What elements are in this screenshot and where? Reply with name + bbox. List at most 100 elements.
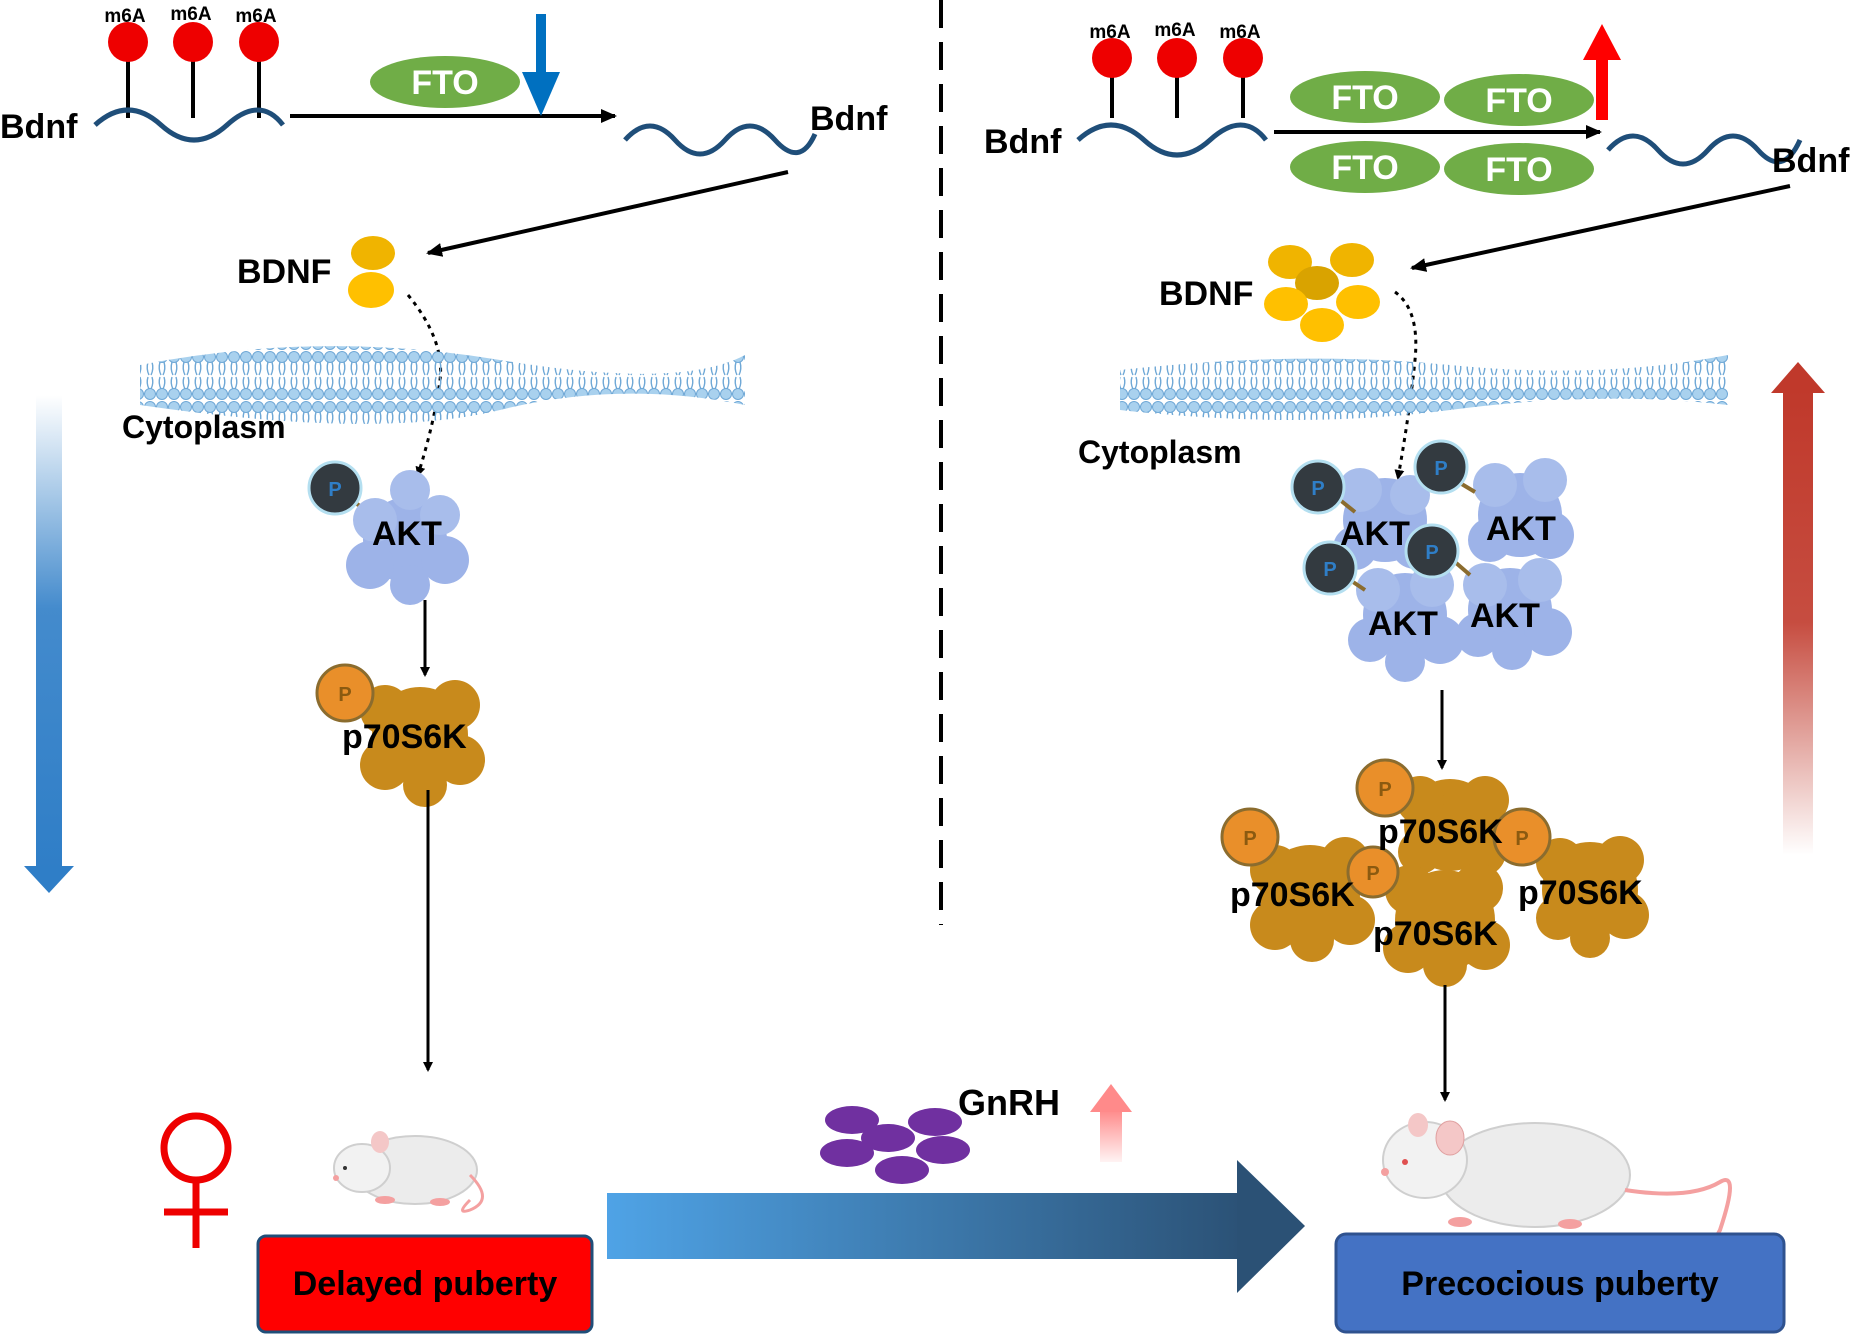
left-mrna-label: Bdnf — [0, 108, 78, 146]
phospho-dark — [1404, 523, 1460, 579]
right-protein-label: BDNF — [1159, 275, 1253, 313]
phospho-dark — [1413, 439, 1469, 495]
m6a-dot — [1223, 38, 1263, 78]
left-cell-membrane — [140, 346, 745, 424]
phospho-label: P — [1243, 828, 1256, 850]
akt-label: AKT — [1368, 605, 1438, 643]
transition-arrow-icon — [607, 1160, 1305, 1293]
phospho-label: P — [1434, 458, 1447, 480]
delayed-puberty-label: Delayed puberty — [293, 1265, 558, 1303]
akt-label: AKT — [1486, 510, 1556, 548]
p70-protein — [1536, 836, 1649, 958]
akt-label: AKT — [1470, 597, 1540, 635]
p70-label: p70S6K — [1373, 915, 1498, 953]
phospho-orange — [1220, 807, 1280, 867]
m6a-label: m6A — [235, 6, 276, 27]
m6a-dot — [1157, 38, 1197, 78]
p70-protein — [1250, 837, 1375, 962]
phospho-dark — [1290, 459, 1346, 515]
phospho-label: P — [1323, 559, 1336, 581]
right-cytoplasm-label: Cytoplasm — [1078, 434, 1242, 470]
phospho-dark — [307, 460, 363, 516]
right-fto-ellipse — [1290, 141, 1440, 193]
left-akt-label: AKT — [372, 515, 442, 553]
p70-protein — [360, 680, 485, 807]
m6a-dot — [108, 22, 148, 62]
left-bdnf-product-label: Bdnf — [810, 100, 888, 138]
right-fto-label: FTO — [1485, 151, 1552, 189]
phospho-dark — [1302, 540, 1358, 596]
left-translation-arrow — [426, 170, 789, 257]
right-fto-label: FTO — [1331, 79, 1398, 117]
gnrh-increase-arrow-icon — [1090, 1084, 1132, 1162]
left-bdnf-protein — [348, 272, 394, 308]
left-bdnf-protein — [351, 236, 395, 270]
phospho-orange — [315, 663, 375, 723]
mouse-icon — [1381, 1113, 1732, 1246]
phospho-label: P — [1425, 542, 1438, 564]
phospho-label: P — [1366, 863, 1379, 885]
akt-label: AKT — [1340, 515, 1410, 553]
p70-label: p70S6K — [1230, 876, 1355, 914]
phospho-label: P — [1378, 779, 1391, 801]
right-fto-label: FTO — [1485, 82, 1552, 120]
right-akt-complex: P P P P AKT AKT AKT AKT — [1290, 439, 1574, 682]
female-symbol-icon — [160, 1112, 232, 1248]
left-p70-label: p70S6K — [342, 718, 467, 756]
m6a-label: m6A — [170, 4, 211, 25]
increase-trend-arrow-icon — [1771, 362, 1825, 855]
left-m6a-group: m6A m6A m6A — [104, 4, 279, 118]
gnrh-cluster — [820, 1106, 970, 1184]
right-fto-ellipse — [1444, 74, 1594, 126]
p70-label: p70S6K — [1518, 874, 1643, 912]
right-bdnf-product-wave — [1606, 133, 1803, 167]
left-cytoplasm-label: Cytoplasm — [122, 409, 286, 445]
akt-protein — [1468, 458, 1574, 562]
m6a-dot — [1092, 38, 1132, 78]
precocious-puberty-label: Precocious puberty — [1401, 1265, 1719, 1303]
right-p70-complex: P P P P p70S6K p70S6K p70S6K p70S6K — [1220, 758, 1649, 987]
p70-label: p70S6K — [1378, 813, 1503, 851]
right-mrna-label: Bdnf — [984, 123, 1062, 161]
right-fto-ellipse — [1290, 71, 1440, 123]
right-translation-arrow — [1410, 184, 1791, 272]
left-protein-label: BDNF — [237, 253, 331, 291]
decrease-trend-arrow-icon — [24, 395, 74, 893]
phospho-label: P — [328, 479, 341, 501]
left-fto-ellipse — [370, 56, 520, 108]
gnrh-label: GnRH — [958, 1082, 1060, 1123]
akt-protein — [1456, 558, 1572, 670]
left-akt-complex: P AKT — [307, 460, 469, 605]
m6a-label: m6A — [1154, 20, 1195, 41]
right-cell-membrane — [1120, 355, 1728, 420]
phospho-orange — [1346, 845, 1400, 899]
right-m6a-group: m6A m6A m6A — [1089, 20, 1263, 118]
phospho-label: P — [1311, 478, 1324, 500]
phospho-label: P — [1515, 828, 1528, 850]
phospho-label: P — [338, 684, 351, 706]
right-bdnf-product-label: Bdnf — [1772, 142, 1850, 180]
m6a-dot — [173, 22, 213, 62]
mouse-icon — [333, 1131, 484, 1213]
right-mrna-wave — [1076, 122, 1268, 158]
fto-decrease-arrow-icon — [522, 14, 560, 116]
left-mrna-wave — [93, 107, 285, 143]
phospho-orange — [1492, 807, 1552, 867]
left-fto-label: FTO — [411, 64, 478, 102]
precocious-puberty-box — [1334, 1232, 1786, 1334]
delayed-puberty-box — [256, 1234, 594, 1334]
right-dotted-signal-arrow — [1394, 290, 1418, 480]
m6a-label: m6A — [1219, 22, 1260, 43]
m6a-dot — [239, 22, 279, 62]
right-bdnf-protein-cluster — [1264, 243, 1380, 342]
m6a-label: m6A — [104, 6, 145, 27]
p70-protein — [1383, 863, 1510, 987]
right-fto-ellipse — [1444, 143, 1594, 195]
akt-protein — [346, 470, 469, 605]
fto-increase-arrow-icon — [1583, 24, 1621, 120]
phospho-orange — [1355, 758, 1415, 818]
right-fto-label: FTO — [1331, 149, 1398, 187]
left-p70-complex: P p70S6K — [315, 663, 485, 807]
